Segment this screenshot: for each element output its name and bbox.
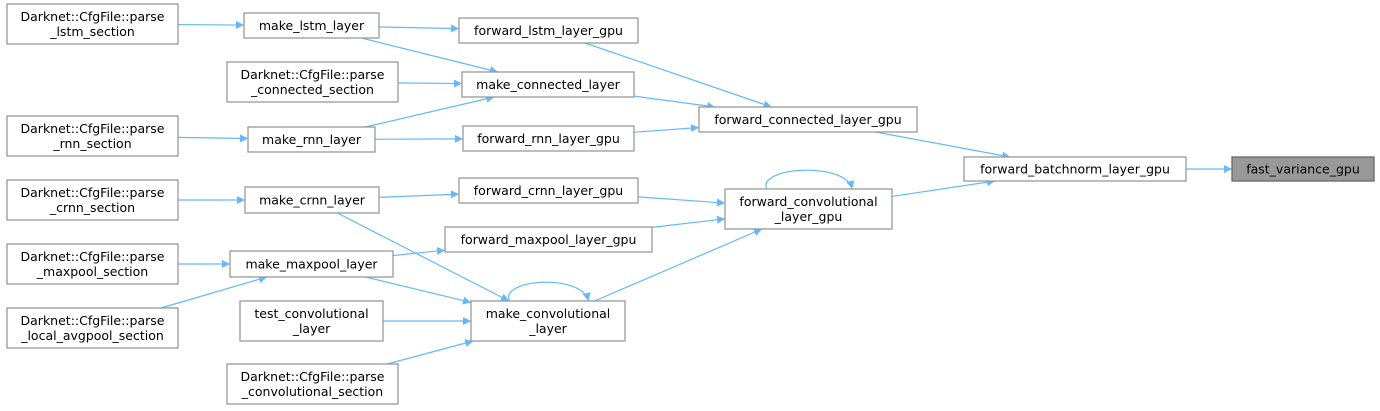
- edge-parse_conv-to-make_conv: [387, 339, 474, 365]
- edge-fwd_connected-to-fwd_batchnorm: [875, 131, 1011, 160]
- edge-make_lstm-to-make_connected: [361, 37, 499, 74]
- edge-make_maxpool-to-fwd_maxpool: [392, 247, 446, 257]
- node-box: [244, 186, 380, 214]
- edge-fwd_maxpool-to-fwd_conv: [651, 215, 726, 228]
- node-label: make_crnn_layer: [259, 193, 366, 208]
- node-box: [462, 125, 635, 152]
- node-box: [444, 226, 653, 253]
- node-make_lstm[interactable]: make_lstm_layer: [243, 12, 380, 39]
- node-label: _crnn_section: [49, 200, 135, 215]
- node-make_connected[interactable]: make_connected_layer: [461, 71, 635, 98]
- node-parse_maxpool[interactable]: Darknet::CfgFile::parse_maxpool_section: [6, 243, 179, 285]
- node-label: forward_batchnorm_layer_gpu: [980, 162, 1170, 177]
- node-label: forward_maxpool_layer_gpu: [461, 232, 637, 247]
- node-box: [6, 179, 179, 221]
- node-fwd_conv[interactable]: forward_convolutional_layer_gpu: [724, 188, 893, 230]
- node-make_crnn[interactable]: make_crnn_layer: [244, 186, 380, 214]
- node-label: Darknet::CfgFile::parse: [241, 369, 385, 384]
- node-test_conv[interactable]: test_convolutional_layer: [239, 300, 384, 342]
- node-box: [229, 250, 394, 278]
- node-label: make_rnn_layer: [262, 132, 362, 147]
- node-box: [461, 71, 635, 98]
- node-label: _connected_section: [250, 82, 374, 97]
- node-fwd_maxpool[interactable]: forward_maxpool_layer_gpu: [444, 226, 653, 253]
- node-box: [243, 12, 380, 39]
- edge-fwd_conv-to-fwd_batchnorm: [891, 178, 996, 198]
- edge-parse_connected-to-make_connected: [397, 79, 463, 88]
- node-label: make_maxpool_layer: [245, 257, 378, 272]
- node-box: [6, 3, 179, 45]
- node-parse_crnn[interactable]: Darknet::CfgFile::parse_crnn_section: [6, 179, 179, 221]
- node-label: _lstm_section: [49, 24, 135, 39]
- node-label: Darknet::CfgFile::parse: [241, 67, 385, 82]
- node-parse_local_avgpool[interactable]: Darknet::CfgFile::parse_local_avgpool_se…: [6, 307, 179, 349]
- node-box: [239, 300, 384, 342]
- node-fwd_crnn[interactable]: forward_crnn_layer_gpu: [458, 177, 639, 204]
- node-box: [6, 307, 179, 349]
- node-label: _convolutional_section: [241, 384, 383, 399]
- edge-make_conv-to-fwd_conv: [594, 228, 763, 302]
- node-box: [458, 17, 639, 44]
- edge-fwd_crnn-to-fwd_conv: [637, 196, 726, 207]
- node-label: _local_avgpool_section: [20, 328, 164, 343]
- edge-make_connected-to-fwd_connected: [633, 95, 716, 110]
- node-parse_lstm[interactable]: Darknet::CfgFile::parse_lstm_section: [6, 3, 179, 45]
- node-box: [698, 106, 918, 133]
- node-label: forward_connected_layer_gpu: [714, 112, 901, 127]
- node-box: [1231, 156, 1375, 182]
- node-label: forward_convolutional: [739, 194, 877, 209]
- edge-make_crnn-to-fwd_crnn: [378, 190, 460, 199]
- node-label: Darknet::CfgFile::parse: [21, 9, 165, 24]
- node-label: fast_variance_gpu: [1246, 162, 1360, 177]
- edge-make_rnn-to-make_connected: [365, 94, 495, 128]
- node-parse_connected[interactable]: Darknet::CfgFile::parse_connected_sectio…: [226, 61, 399, 103]
- node-box: [470, 300, 626, 342]
- node-label: Darknet::CfgFile::parse: [21, 185, 165, 200]
- node-label: forward_crnn_layer_gpu: [474, 183, 623, 198]
- node-label: Darknet::CfgFile::parse: [21, 313, 165, 328]
- node-label: _layer: [528, 321, 567, 336]
- node-box: [724, 188, 893, 230]
- node-label: Darknet::CfgFile::parse: [21, 121, 165, 136]
- node-label: Darknet::CfgFile::parse: [21, 249, 165, 264]
- node-label: _layer: [292, 321, 331, 336]
- edge-parse_rnn-to-make_rnn: [177, 134, 249, 143]
- node-label: make_convolutional: [486, 306, 611, 321]
- node-fwd_rnn[interactable]: forward_rnn_layer_gpu: [462, 125, 635, 152]
- node-make_rnn[interactable]: make_rnn_layer: [247, 126, 376, 153]
- node-fast_variance[interactable]: fast_variance_gpu: [1231, 156, 1375, 182]
- node-parse_conv[interactable]: Darknet::CfgFile::parse_convolutional_se…: [226, 363, 399, 405]
- node-fwd_lstm[interactable]: forward_lstm_layer_gpu: [458, 17, 639, 44]
- node-label: _maxpool_section: [36, 264, 148, 279]
- node-box: [6, 243, 179, 285]
- edge-fwd_conv-to-fwd_conv: [765, 169, 855, 190]
- node-label: _rnn_section: [52, 136, 131, 151]
- node-box: [226, 363, 399, 405]
- node-box: [247, 126, 376, 153]
- node-box: [458, 177, 639, 204]
- edge-fwd_rnn-to-fwd_connected: [633, 124, 700, 133]
- edge-make_crnn-to-make_conv: [337, 212, 510, 302]
- node-label: forward_rnn_layer_gpu: [477, 131, 620, 146]
- edges-layer: [160, 20, 1232, 365]
- node-box: [963, 156, 1187, 182]
- edge-parse_local_avgpool-to-make_maxpool: [160, 275, 268, 309]
- edge-make_lstm-to-fwd_lstm: [378, 24, 460, 33]
- node-label: test_convolutional: [254, 306, 368, 321]
- node-fwd_batchnorm[interactable]: forward_batchnorm_layer_gpu: [963, 156, 1187, 182]
- edge-fwd_lstm-to-fwd_connected: [584, 42, 772, 109]
- node-label: _layer_gpu: [774, 209, 843, 224]
- node-fwd_connected[interactable]: forward_connected_layer_gpu: [698, 106, 918, 133]
- node-label: make_connected_layer: [476, 77, 620, 92]
- node-label: forward_lstm_layer_gpu: [474, 23, 623, 38]
- node-make_conv[interactable]: make_convolutional_layer: [470, 300, 626, 342]
- edge-make_conv-to-make_conv: [508, 281, 591, 302]
- node-parse_rnn[interactable]: Darknet::CfgFile::parse_rnn_section: [6, 115, 179, 157]
- node-box: [6, 115, 179, 157]
- node-box: [226, 61, 399, 103]
- node-label: make_lstm_layer: [259, 18, 365, 33]
- node-make_maxpool[interactable]: make_maxpool_layer: [229, 250, 394, 278]
- edge-make_maxpool-to-make_conv: [365, 276, 472, 305]
